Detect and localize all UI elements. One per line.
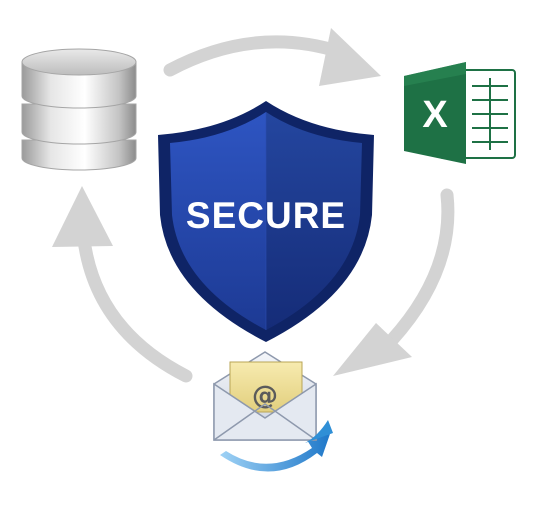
- shield-label: SECURE: [186, 195, 346, 236]
- email-envelope-icon: @: [213, 351, 333, 472]
- database-icon: [21, 48, 137, 171]
- flow-arrow-email-to-database: [52, 186, 193, 383]
- excel-icon: X: [404, 62, 516, 164]
- flow-arrow-database-to-spreadsheet: [163, 28, 381, 86]
- excel-letter: X: [422, 94, 448, 136]
- flow-arrow-spreadsheet-to-email: [333, 188, 455, 376]
- at-sign: @: [252, 381, 278, 411]
- secure-shield-icon: SECURE: [158, 101, 374, 342]
